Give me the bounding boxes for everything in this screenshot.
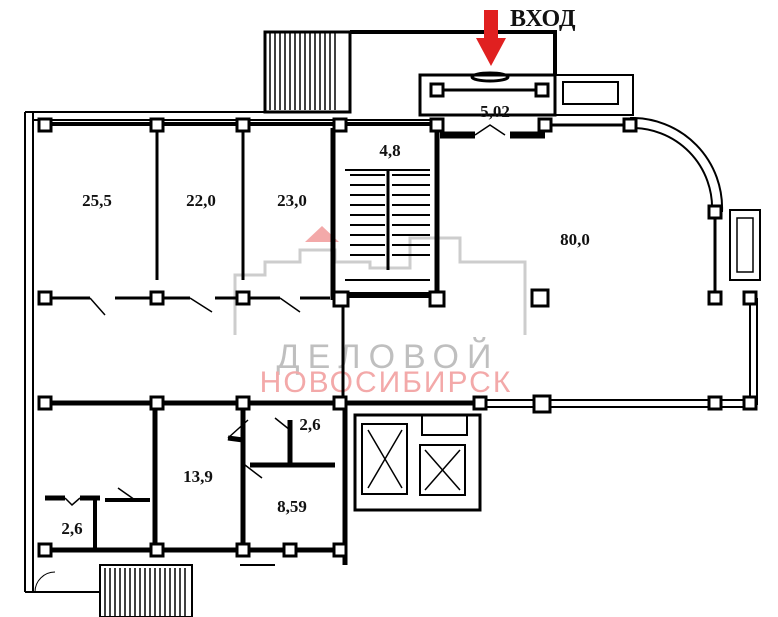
room-2-6-wc-label: 2,6 — [299, 415, 320, 434]
room-13-9-label: 13,9 — [183, 467, 213, 486]
room-5-02-label: 5,02 — [480, 102, 510, 121]
entrance-label: ВХОД — [510, 6, 576, 32]
room-80-0-label: 80,0 — [560, 230, 590, 249]
columns — [37, 82, 758, 558]
watermark-line2: НОВОСИБИРСК — [260, 366, 513, 399]
room-25-5-label: 25,5 — [82, 191, 112, 210]
room-22-0-label: 22,0 — [186, 191, 216, 210]
room-2-6-corner-label: 2,6 — [61, 519, 82, 538]
entrance-arrow-icon — [470, 10, 510, 83]
walls — [24, 30, 761, 617]
room-8-59-label: 8,59 — [277, 497, 307, 516]
watermark: ДЕЛОВОЙ НОВОСИБИРСК — [233, 226, 527, 399]
room-23-0-label: 23,0 — [277, 191, 307, 210]
room-4-8-label: 4,8 — [379, 141, 400, 160]
watermark-line1: ДЕЛОВОЙ — [277, 338, 500, 376]
